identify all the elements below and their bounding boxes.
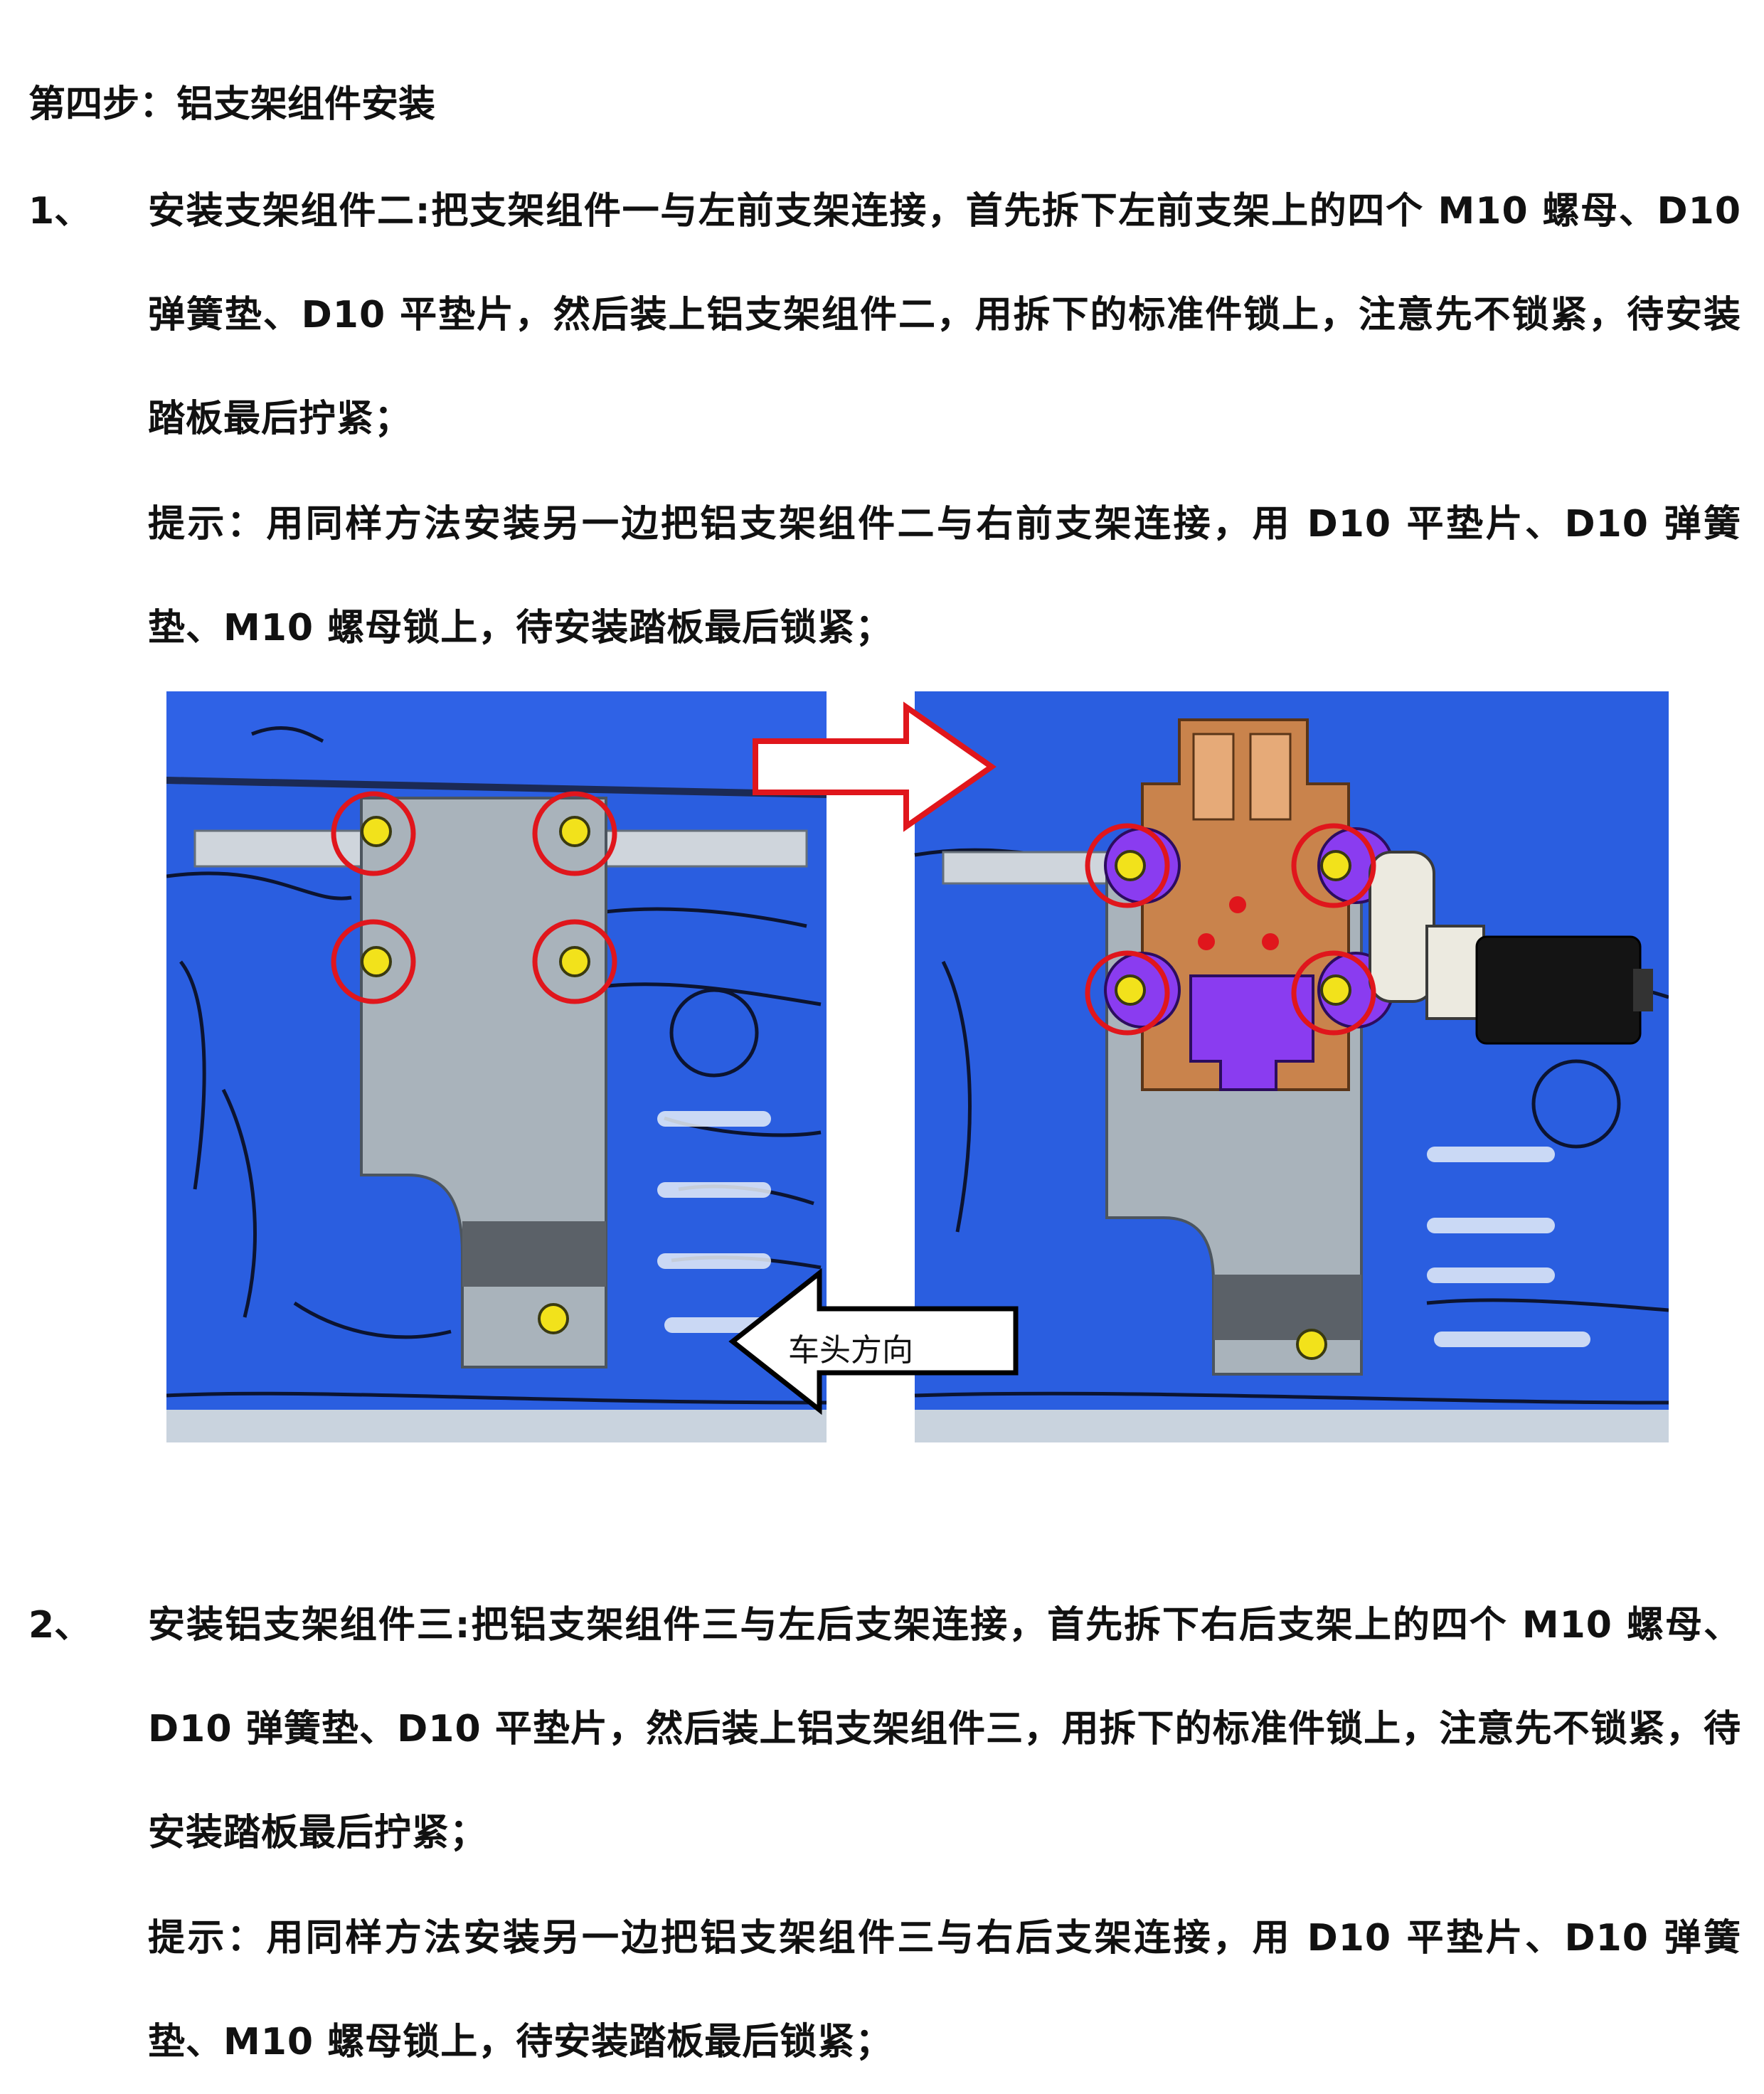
step-2-number: 2、 xyxy=(28,1604,92,1647)
vehicle-front-direction: 车头方向 xyxy=(728,1267,1027,1417)
step-2-tip: 提示：用同样方法安装另一边把铝支架组件三与右后支架连接，用 D10 平垫片、D1… xyxy=(148,1917,1741,2063)
step-2-body: 安装铝支架组件三:把铝支架组件三与左后支架连接，首先拆下右后支架上的四个 M10… xyxy=(148,1604,1741,1854)
step-1-number: 1、 xyxy=(28,190,92,233)
bracket-figure: 车头方向 xyxy=(166,691,1669,1442)
left-arrow-icon xyxy=(728,1267,1019,1415)
step-1-tip: 提示：用同样方法安装另一边把铝支架组件二与右前支架连接，用 D10 平垫片、D1… xyxy=(148,503,1741,649)
left-panel xyxy=(166,691,827,1442)
page-heading: 第四步：铝支架组件安装 xyxy=(28,83,436,126)
bracket-illustration xyxy=(166,691,1669,1442)
right-arrow-icon xyxy=(753,701,997,832)
direction-label: 车头方向 xyxy=(788,1332,913,1368)
step-1-body: 安装支架组件二:把支架组件一与左前支架连接，首先拆下左前支架上的四个 M10 螺… xyxy=(148,190,1741,440)
right-panel xyxy=(914,691,1669,1442)
